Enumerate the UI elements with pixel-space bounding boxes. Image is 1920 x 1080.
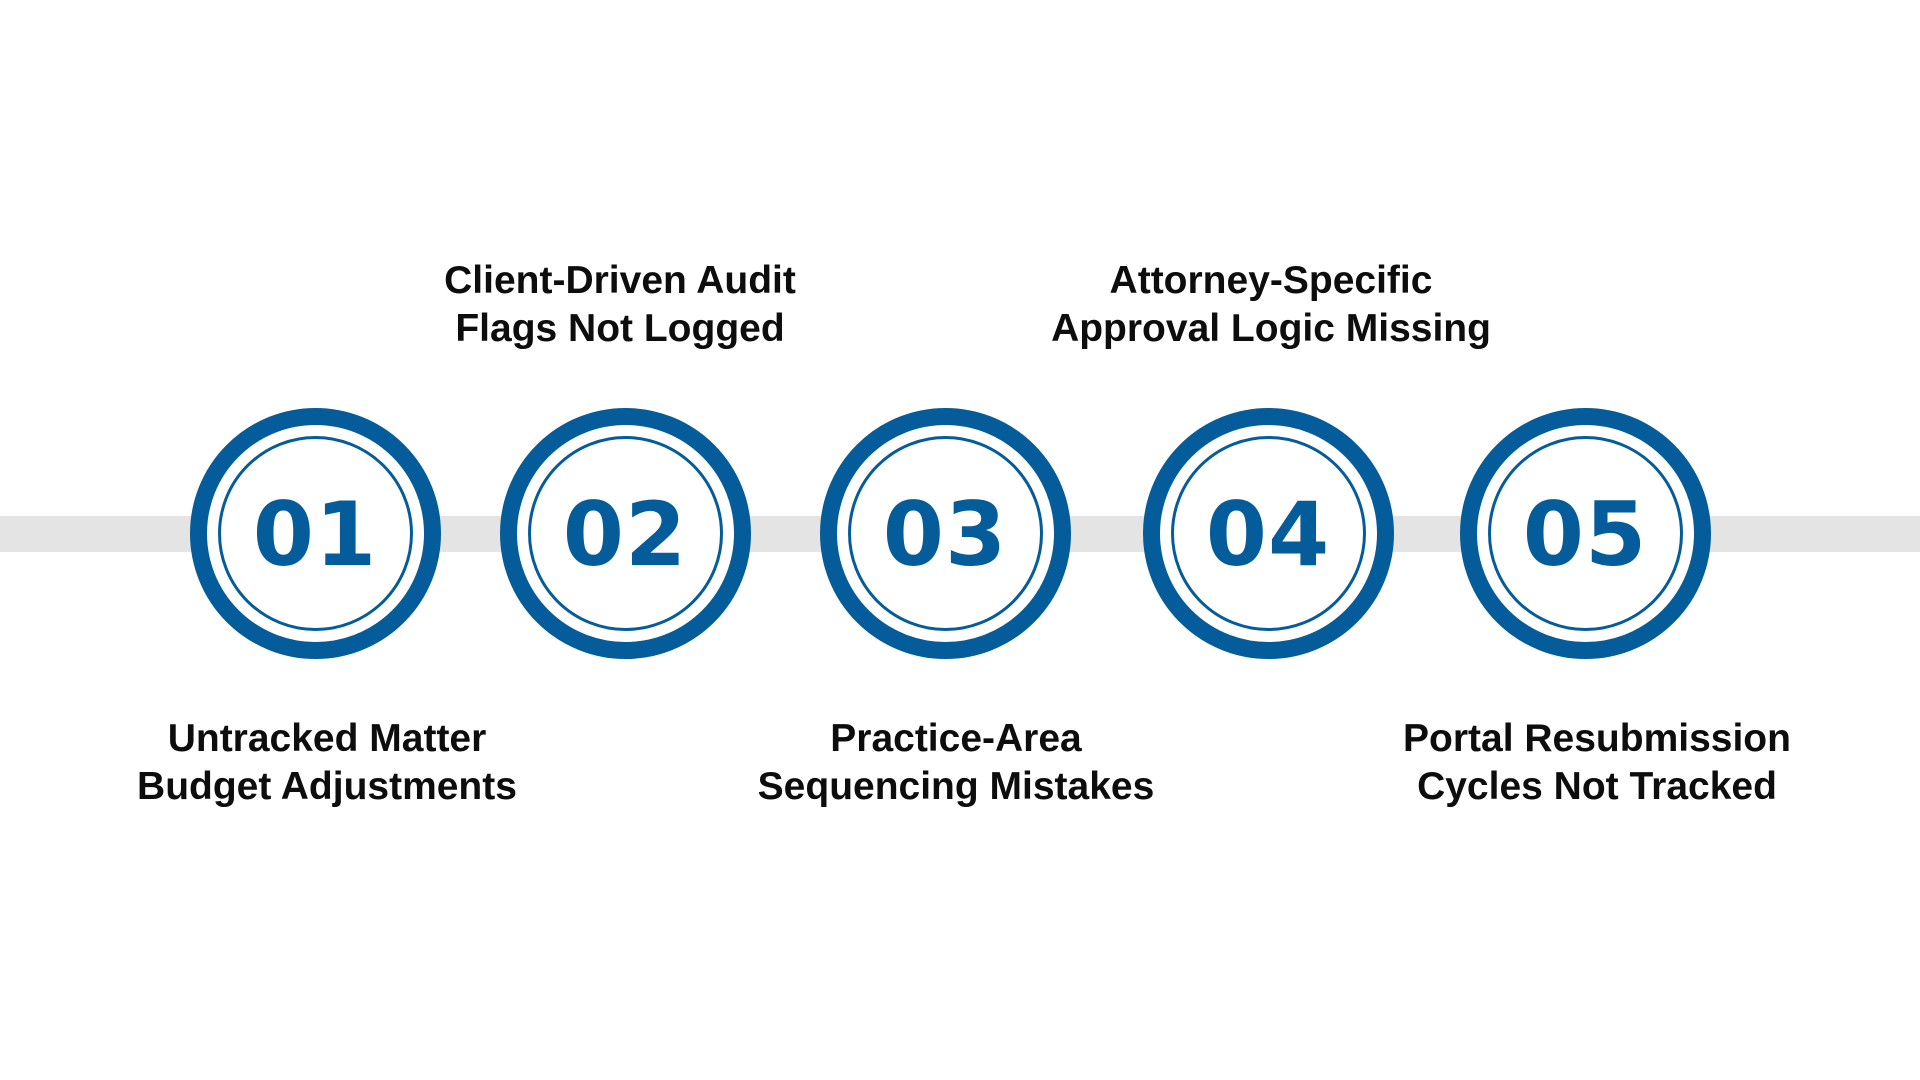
step-inner-ring (1487, 436, 1683, 631)
label-line: Cycles Not Tracked (1417, 765, 1777, 808)
step-number: 03 (882, 482, 1008, 586)
step-number: 05 (1522, 482, 1648, 586)
step-04-label: Attorney-Specific Approval Logic Missing (1011, 257, 1531, 353)
step-02-circle: 02 (499, 408, 751, 659)
step-05-label: Portal Resubmission Cycles Not Tracked (1337, 715, 1857, 811)
step-inner-ring (847, 436, 1043, 631)
step-03-label: Practice-Area Sequencing Mistakes (696, 715, 1216, 811)
step-02-label: Client-Driven Audit Flags Not Logged (360, 257, 880, 353)
label-line: Portal Resubmission (1403, 717, 1791, 760)
step-number: 02 (562, 482, 688, 586)
label-line: Sequencing Mistakes (757, 765, 1155, 808)
label-line: Untracked Matter (167, 717, 487, 760)
step-number: 01 (252, 482, 378, 586)
step-03-circle: 03 (819, 408, 1071, 659)
step-01-label: Untracked Matter Budget Adjustments (67, 715, 587, 811)
step-05-circle: 05 (1459, 408, 1711, 659)
step-inner-ring (217, 436, 413, 631)
label-line: Practice-Area (830, 717, 1082, 760)
label-line: Flags Not Logged (455, 307, 785, 350)
step-04-circle: 04 (1142, 408, 1394, 659)
step-number: 04 (1205, 482, 1331, 586)
label-line: Client-Driven Audit (444, 259, 796, 302)
label-line: Attorney-Specific (1109, 259, 1433, 302)
step-inner-ring (1170, 436, 1366, 631)
label-line: Approval Logic Missing (1051, 307, 1491, 350)
label-line: Budget Adjustments (137, 765, 517, 808)
step-inner-ring (527, 436, 723, 631)
step-01-circle: 01 (189, 408, 441, 659)
